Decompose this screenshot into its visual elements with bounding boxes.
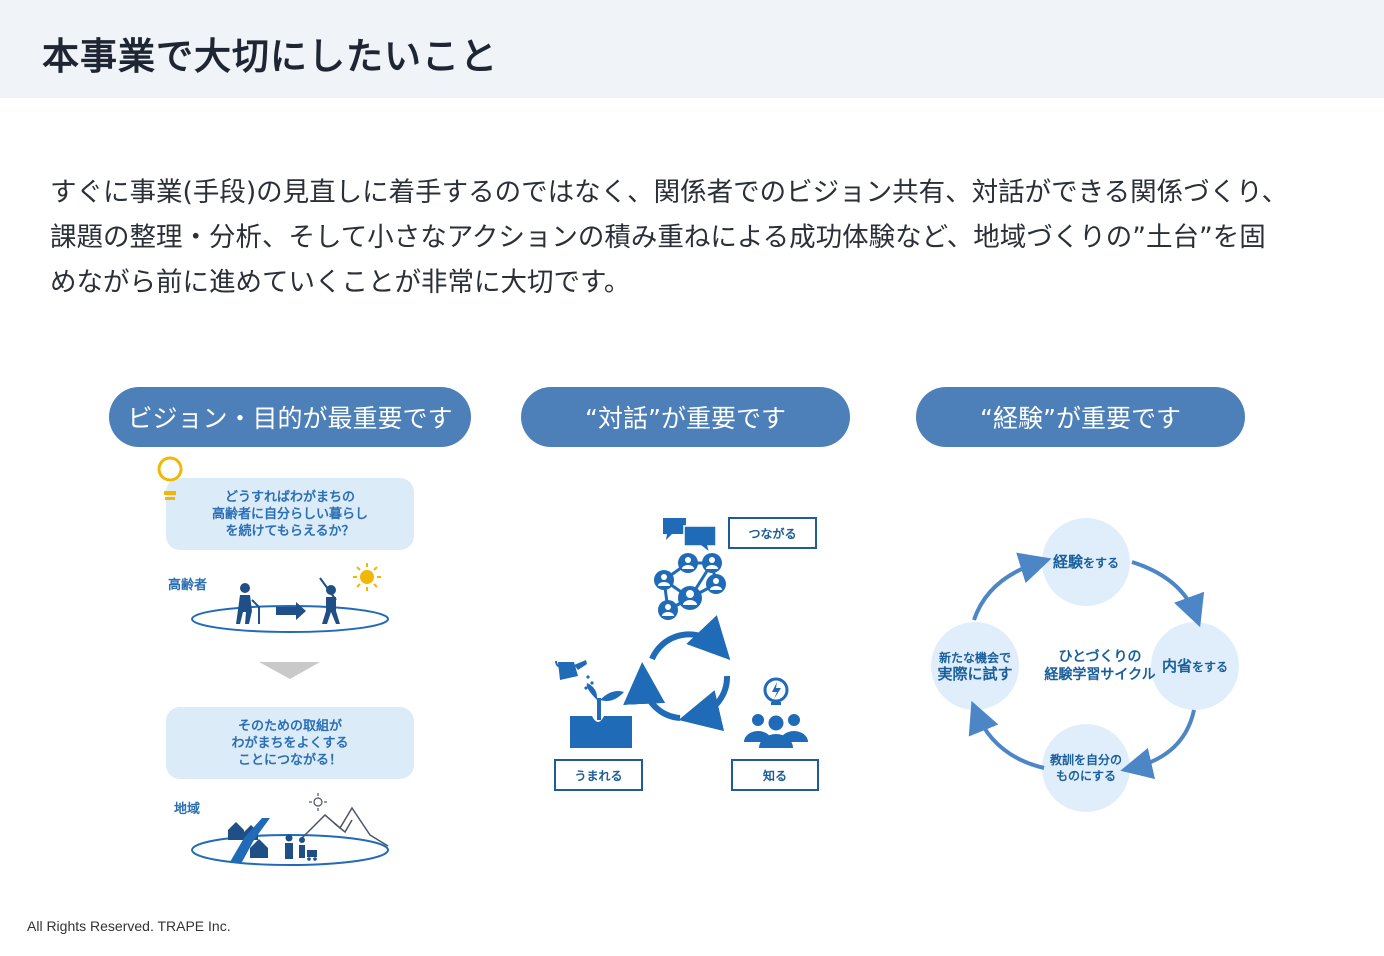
cycle-center-label: ひとづくりの 経験学習サイクル (1030, 648, 1170, 684)
sun-small-icon (309, 793, 327, 811)
reflect-main: 内省 (1161, 656, 1192, 675)
question-line-1: どうすればわがまちの (224, 489, 355, 505)
question-line-2: 高齢者に自分らしい暮らし (211, 506, 368, 522)
cycle-center-line-1: ひとづくりの (1058, 649, 1142, 665)
lesson-line-1: 教訓を自分の (1049, 753, 1122, 767)
reflect-sub: をする (1192, 659, 1229, 674)
group-idea-icon (744, 677, 808, 748)
network-people-icon (654, 553, 726, 620)
know-label: 知る (731, 759, 819, 791)
region-ground-ellipse (191, 834, 389, 866)
lead-line-3: めながら前に進めていくことが非常に大切です。 (50, 267, 631, 298)
trial-line-2: 実際に試す (937, 665, 1013, 683)
cycle-node-trial: 新たな機会で 実際に試す (931, 622, 1019, 710)
mountains-icon (299, 806, 389, 847)
title-bar: 本事業で大切にしたいこと (0, 0, 1384, 98)
cycle-node-lesson: 教訓を自分の ものにする (1042, 724, 1130, 812)
question-line-3: を続けてもらえるか？ (225, 523, 355, 539)
experience-pill: “経験”が重要です (916, 387, 1245, 447)
region-label: 地域 (174, 802, 201, 817)
chat-bubbles-icon (663, 518, 717, 556)
cycle-center-line-2: 経験学習サイクル (1044, 667, 1156, 683)
dialogue-pill: “対話”が重要です (521, 387, 850, 447)
lead-line-2: 課題の整理・分析、そして小さなアクションの積み重ねによる成功体験など、地域づくり… (50, 222, 1266, 253)
elderly-label: 高齢者 (168, 578, 208, 593)
down-triangle-icon (259, 662, 320, 679)
golf-player-icon (319, 577, 340, 624)
cycle-node-experience: 経験をする (1042, 518, 1130, 606)
right-arrow-icon (276, 602, 306, 620)
lesson-line-2: ものにする (1055, 769, 1117, 783)
answer-bubble: そのための取組が わがまちをよくする ことにつながる！ (166, 707, 414, 779)
cycle-arrows-icon (623, 615, 731, 732)
experience-main: 経験 (1052, 552, 1083, 571)
experience-sub: をする (1083, 555, 1120, 570)
answer-line-3: ことにつながる！ (237, 752, 342, 768)
elderly-walking-icon (236, 583, 260, 624)
born-label: うまれる (554, 759, 643, 791)
vision-pill: ビジョン・目的が最重要です (109, 387, 471, 447)
copyright-footer: All Rights Reserved. TRAPE Inc. (27, 918, 231, 934)
elderly-ground-ellipse (191, 605, 389, 633)
lead-line-1: すぐに事業(手段)の見直しに着手するのではなく、関係者でのビジョン共有、対話がで… (50, 177, 1289, 208)
answer-line-1: そのための取組が (237, 718, 342, 734)
town-icon (228, 818, 317, 862)
watering-sprout-icon (555, 660, 632, 748)
connect-label: つながる (728, 517, 817, 549)
lead-paragraph: すぐに事業(手段)の見直しに着手するのではなく、関係者でのビジョン共有、対話がで… (50, 170, 1350, 305)
answer-line-2: わがまちをよくする (231, 735, 349, 751)
page-title: 本事業で大切にしたいこと (42, 35, 498, 78)
question-bubble: どうすればわがまちの 高齢者に自分らしい暮らし を続けてもらえるか？ (166, 478, 414, 550)
sun-icon (353, 563, 381, 591)
trial-line-1: 新たな機会で (938, 651, 1011, 665)
cycle-node-reflect: 内省をする (1151, 622, 1239, 710)
